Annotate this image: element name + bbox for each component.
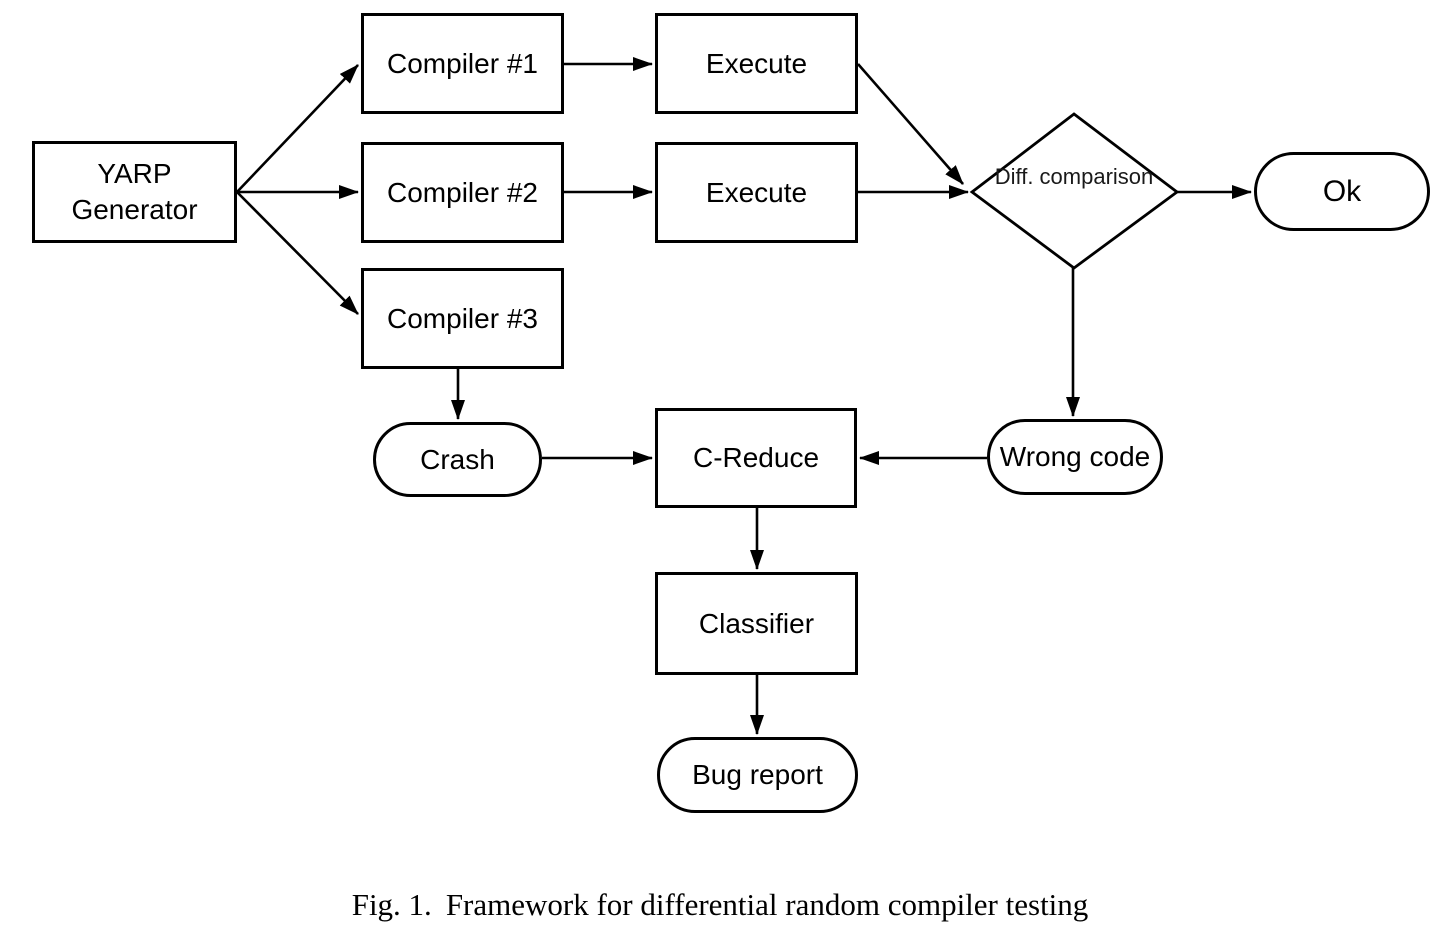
node-compiler-3: Compiler #3: [361, 268, 564, 369]
node-wrong-code: Wrong code: [987, 419, 1163, 495]
figure-caption: Fig. 1. Framework for differential random…: [0, 884, 1440, 926]
node-compiler-2: Compiler #2: [361, 142, 564, 243]
diff-comparison-diamond: [969, 112, 1180, 270]
node-c-reduce: C-Reduce: [655, 408, 857, 508]
node-compiler-1: Compiler #1: [361, 13, 564, 114]
node-classifier: Classifier: [655, 572, 858, 675]
node-yarp-generator: YARP Generator: [32, 141, 237, 243]
arrow-yarp-to-compiler3: [236, 191, 359, 315]
arrow-execute1-to-diff: [857, 63, 964, 185]
figure-caption-text: Framework for differential random compil…: [445, 887, 1089, 922]
node-ok: Ok: [1254, 152, 1430, 231]
node-crash: Crash: [373, 422, 542, 497]
node-execute-1: Execute: [655, 13, 858, 114]
arrow-yarp-to-compiler1: [236, 64, 359, 193]
node-bug-report: Bug report: [657, 737, 858, 813]
node-diff-comparison-label: Diff. comparison: [994, 164, 1154, 189]
figure-caption-label: Fig. 1.: [351, 887, 432, 922]
node-execute-2: Execute: [655, 142, 858, 243]
